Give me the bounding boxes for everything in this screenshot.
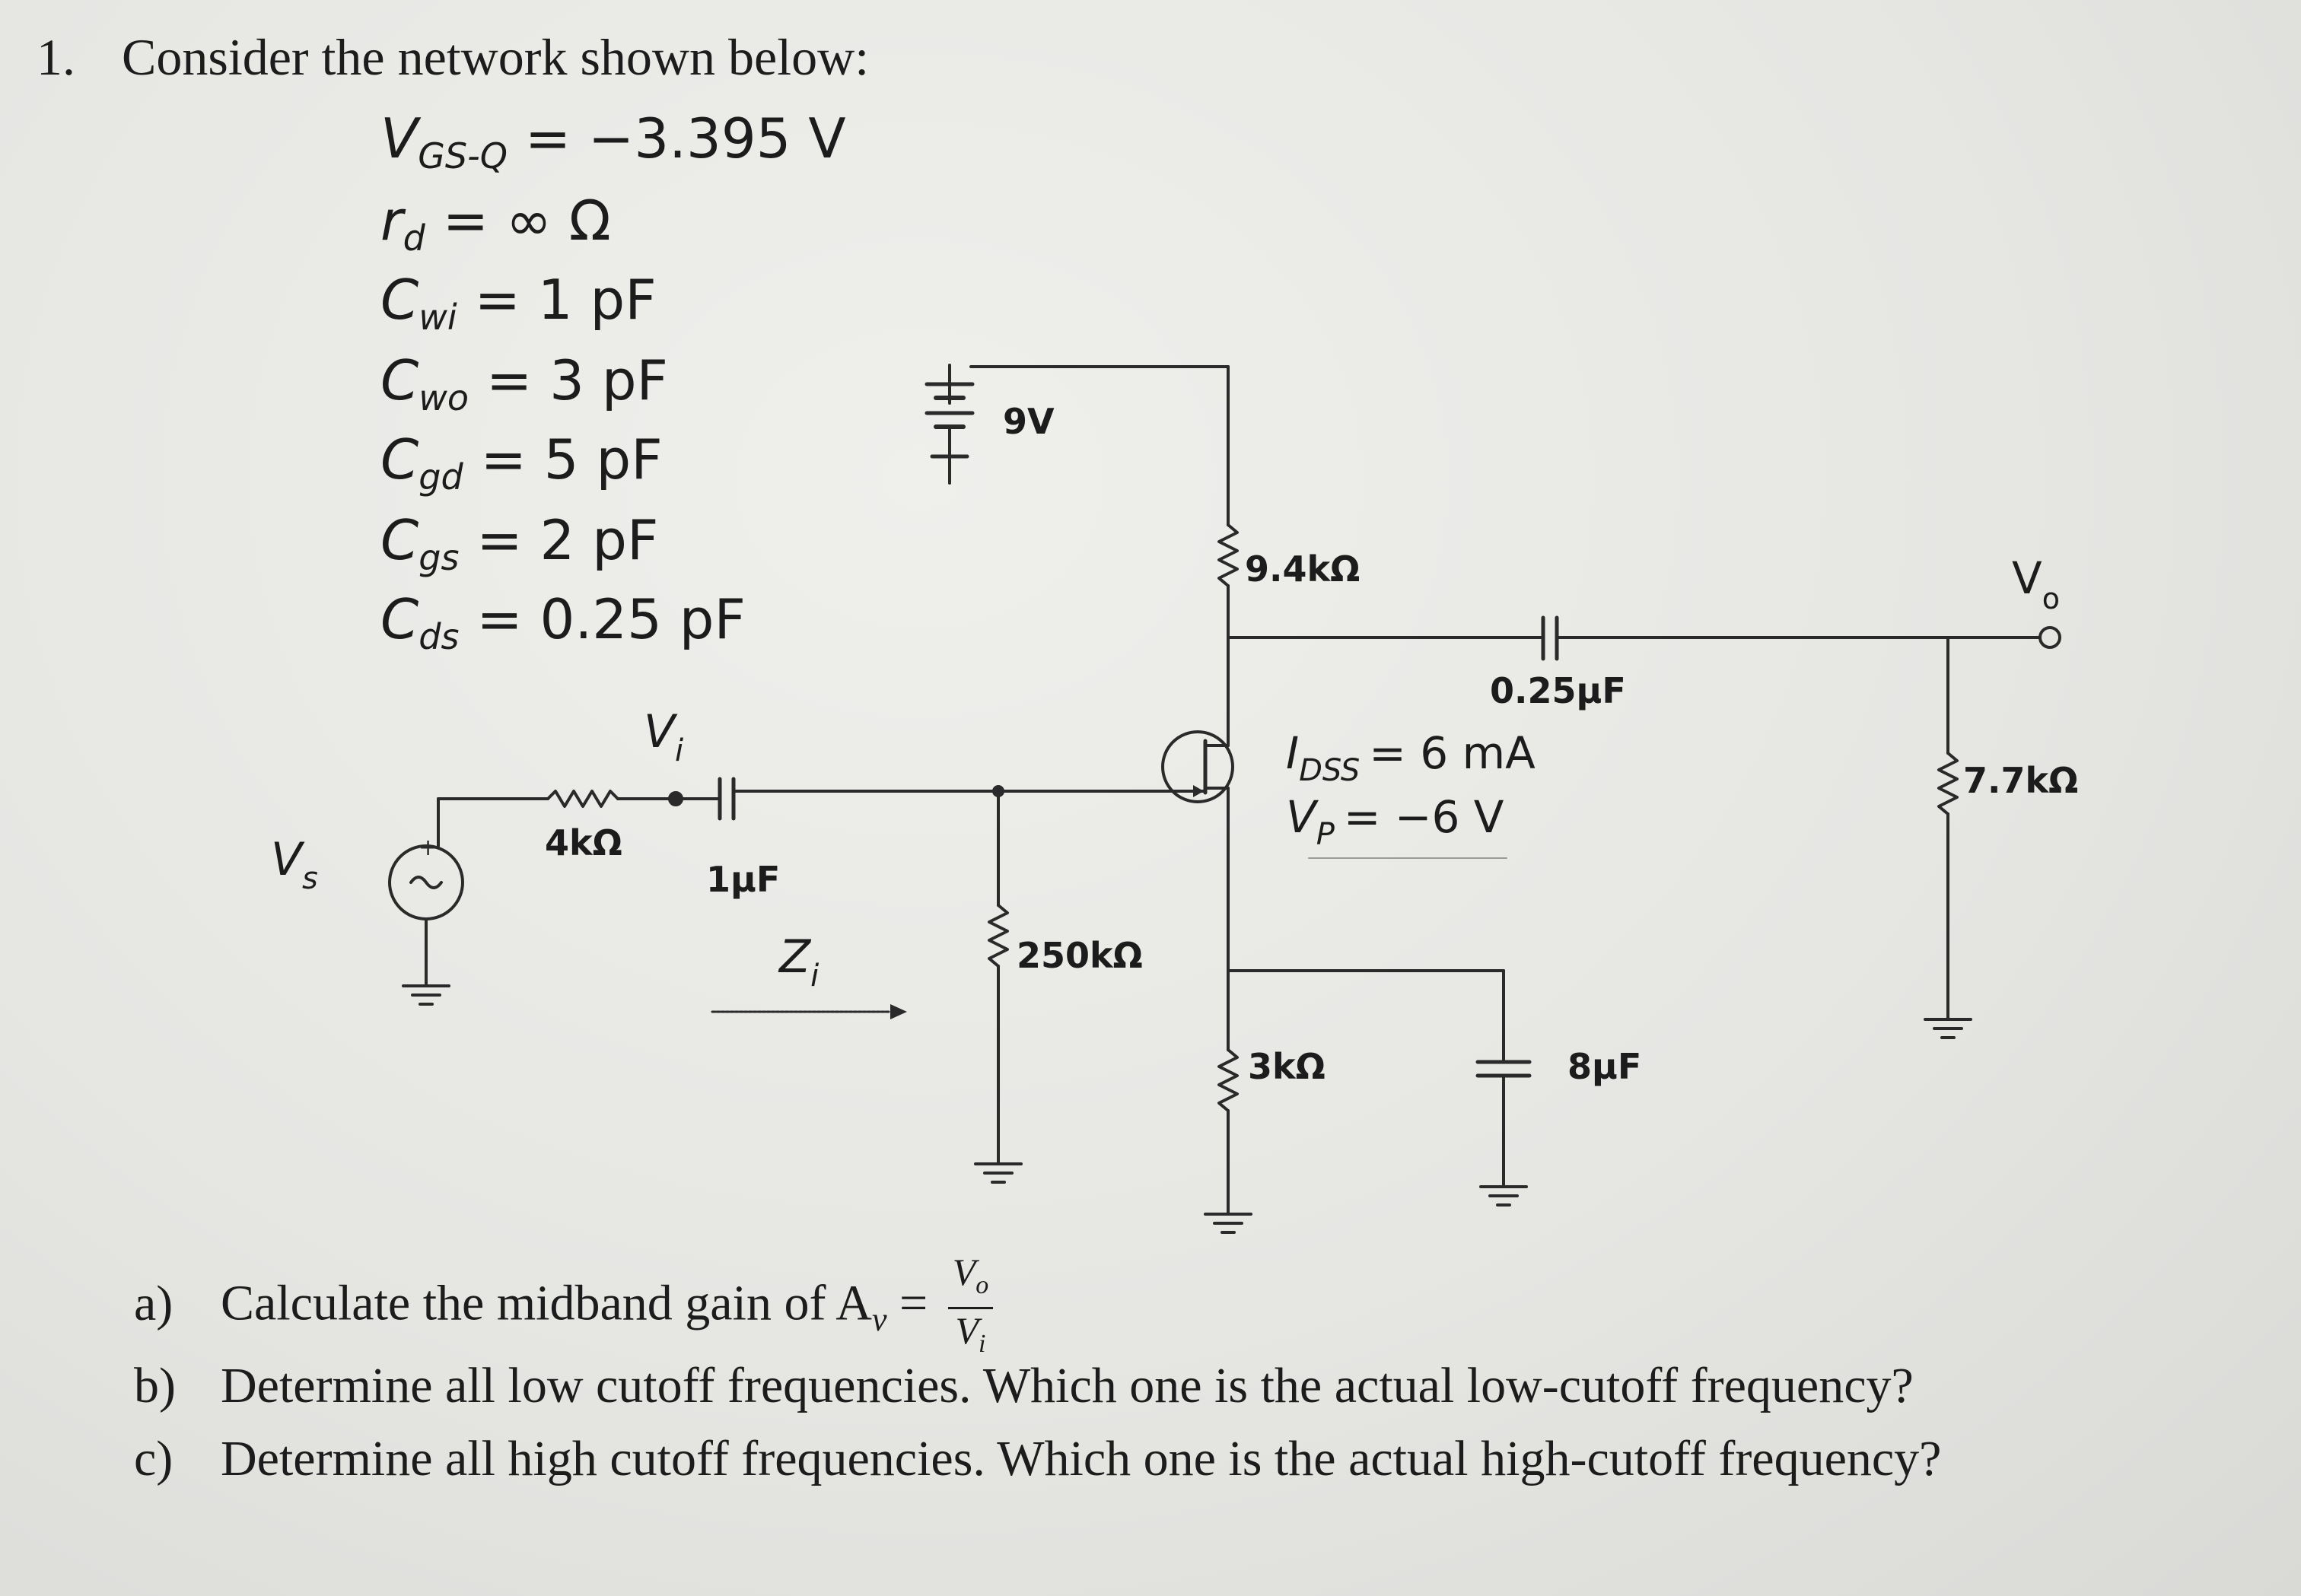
rsig-resistor (546, 790, 619, 808)
param-vgsq: VGS-Q = −3.395 V (380, 107, 846, 176)
supply-battery-symbol (925, 364, 975, 485)
cout-label: 0.25μF (1490, 670, 1626, 711)
param-cgs: Cgs = 2 pF (380, 508, 659, 578)
question-heading: 1. Consider the network shown below: (37, 27, 869, 87)
rs-resistor (1217, 1048, 1239, 1112)
rg-resistor (988, 904, 1009, 968)
rl-label: 7.7kΩ (1963, 760, 2078, 801)
param-cgd: Cgd = 5 pF (380, 428, 663, 498)
rs-ground-symbol (1204, 1213, 1252, 1234)
vs-label: Vs (271, 833, 318, 896)
rd-label: 9.4kΩ (1245, 548, 1360, 590)
rl-ground-symbol (1924, 1018, 1972, 1039)
param-cwi: Cwi = 1 pF (380, 268, 657, 338)
supply-label: 9V (1003, 401, 1055, 442)
idss-label: IDSS= 6 mA (1286, 727, 1536, 788)
rd-resistor (1217, 523, 1239, 587)
rl-resistor (1937, 752, 1959, 815)
vi-node (668, 791, 683, 806)
question-prompt: Consider the network shown below: (122, 28, 870, 86)
cs-label: 8μF (1567, 1046, 1641, 1087)
rs-label: 3kΩ (1248, 1046, 1326, 1087)
rg-ground-symbol (974, 1162, 1023, 1184)
vo-label: Vo (2012, 552, 2060, 615)
param-cds: Cds = 0.25 pF (380, 587, 746, 657)
cin-label: 1μF (706, 859, 780, 900)
rsig-label: 4kΩ (545, 822, 622, 863)
question-number: 1. (37, 28, 75, 86)
part-c: c)Determine all high cutoff frequencies.… (134, 1431, 1942, 1486)
vp-label: VP= −6 V (1286, 791, 1504, 852)
part-b: b)Determine all low cutoff frequencies. … (134, 1358, 1914, 1413)
vs-ground-symbol (402, 984, 450, 1006)
circuit-schematic: 9V 9.4kΩ 0.25μF Vo 7.7kΩ Vi 4kΩ 1μF + (271, 364, 2078, 1234)
param-cwo: Cwo = 3 pF (380, 348, 668, 418)
param-rd: rd = ∞ Ω (380, 189, 611, 259)
zi-label: Zi (778, 930, 819, 994)
rg-label: 250kΩ (1017, 935, 1143, 976)
svg-text:+: + (419, 835, 438, 861)
cs-ground-symbol (1479, 1185, 1528, 1207)
jfet-transistor-symbol (1161, 730, 1234, 803)
vi-label: Vi (644, 705, 683, 768)
vo-terminal[interactable] (2038, 626, 2061, 649)
